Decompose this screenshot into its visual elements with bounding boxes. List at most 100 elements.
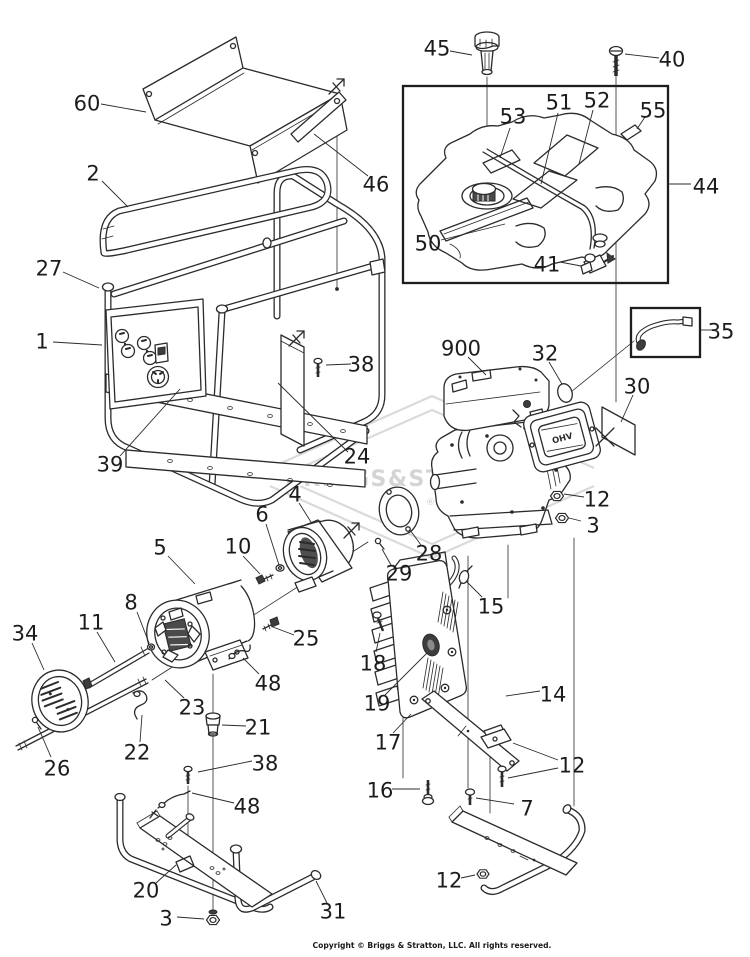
leader-line-38-38 — [197, 760, 253, 773]
leader-line-23-34 — [164, 679, 185, 699]
bolt — [421, 780, 435, 806]
grommet — [557, 383, 573, 403]
leader-line-29-24 — [381, 548, 392, 566]
leader-line-2-1 — [101, 180, 129, 208]
control-panel — [105, 298, 207, 410]
callout-14-47: 14 — [540, 683, 567, 707]
callout-3-41: 3 — [159, 907, 172, 931]
callout-4-25: 4 — [288, 483, 301, 507]
leader-line-20-40 — [155, 864, 177, 884]
leader-line-11-30 — [96, 631, 116, 663]
leader-line-53-10 — [499, 127, 511, 159]
bolt — [255, 573, 274, 585]
leader-line-40-9 — [624, 53, 660, 59]
bolt — [497, 765, 507, 787]
callout-12-48: 12 — [559, 754, 586, 778]
callout-60-0: 60 — [74, 92, 101, 116]
bolt — [464, 788, 476, 805]
callout-16-49: 16 — [367, 779, 394, 803]
air-cleaner: OHV — [523, 401, 601, 473]
callout-46-6: 46 — [363, 173, 390, 197]
leader-line-3-22 — [568, 517, 582, 522]
screw — [31, 716, 42, 730]
callout-53-10: 53 — [500, 105, 527, 129]
callout-19-45: 19 — [364, 692, 391, 716]
callout-12-21: 12 — [584, 488, 611, 512]
washer — [146, 643, 156, 651]
leader-line-60-0 — [100, 103, 147, 113]
stator-housing — [282, 519, 354, 593]
label-tag — [620, 124, 642, 141]
callout-38-7: 38 — [348, 353, 375, 377]
adapter-gasket — [374, 486, 420, 550]
leader-line-45-8 — [449, 50, 473, 56]
callout-11-30: 11 — [78, 611, 105, 635]
muffler-assembly — [369, 551, 520, 806]
callout-45-8: 45 — [424, 37, 451, 61]
leader-line-7-50 — [475, 797, 515, 805]
leader-line-22-36 — [139, 714, 143, 743]
leader-line-31-42 — [315, 880, 328, 904]
callout-5-27: 5 — [153, 536, 166, 560]
callout-10-28: 10 — [225, 535, 252, 559]
washer — [275, 564, 285, 572]
leader-line-900-18 — [467, 356, 487, 376]
nut — [554, 512, 570, 524]
bolt — [372, 611, 385, 632]
leader-line-25-32 — [272, 626, 295, 636]
fuel-cap — [474, 31, 500, 76]
tank-screw — [608, 45, 624, 76]
callout-41-16: 41 — [534, 253, 561, 277]
callout-18-44: 18 — [360, 652, 387, 676]
bolt — [262, 616, 280, 632]
callout-48-39: 48 — [234, 795, 261, 819]
callout-26-37: 26 — [44, 757, 71, 781]
leader-line-21-35 — [221, 724, 247, 727]
callout-24-5: 24 — [344, 445, 371, 469]
leader-line-3-41 — [176, 916, 205, 920]
callout-30-20: 30 — [624, 375, 651, 399]
callout-15-43: 15 — [478, 595, 505, 619]
wire-clip — [132, 690, 148, 720]
leader-line-14-47 — [505, 690, 541, 697]
leader-line-48-33 — [242, 657, 260, 675]
callout-31-42: 31 — [320, 900, 347, 924]
fuel-valve — [580, 233, 616, 275]
callout-35-17: 35 — [708, 320, 735, 344]
callout-12-51: 12 — [436, 869, 463, 893]
callout-6-26: 6 — [255, 503, 268, 527]
warning-label — [595, 406, 636, 456]
screw — [313, 357, 323, 377]
leader-line-50-15 — [440, 223, 506, 241]
leader-line-38-7 — [325, 363, 352, 366]
alternator — [15, 519, 354, 819]
bottom-right-frame — [448, 804, 586, 895]
muffler-outlet — [422, 633, 440, 657]
support-bracket — [280, 334, 305, 447]
leader-line-32-19 — [548, 361, 563, 385]
wire-clip — [149, 790, 191, 819]
leader-line-46-6 — [313, 133, 369, 177]
leader-line-10-28 — [242, 555, 261, 575]
top-shelf — [142, 36, 348, 184]
callout-44-14: 44 — [693, 175, 720, 199]
leader-line-15-43 — [465, 580, 483, 598]
leader-line-52-12 — [578, 109, 594, 165]
detail-box-44 — [401, 84, 670, 285]
screw — [183, 765, 193, 784]
engine: OHV — [429, 365, 601, 539]
callout-2-1: 2 — [86, 162, 99, 186]
callout-28-23: 28 — [416, 542, 443, 566]
callout-32-19: 32 — [532, 342, 559, 366]
nut — [549, 490, 565, 502]
nut — [205, 914, 221, 926]
callout-48-33: 48 — [255, 672, 282, 696]
rotor — [146, 579, 256, 671]
position-arrows — [288, 78, 360, 539]
callout-23-34: 23 — [179, 696, 206, 720]
muffler-bracket — [421, 690, 520, 772]
callout-38-38: 38 — [252, 752, 279, 776]
outlet-icon — [136, 335, 152, 351]
